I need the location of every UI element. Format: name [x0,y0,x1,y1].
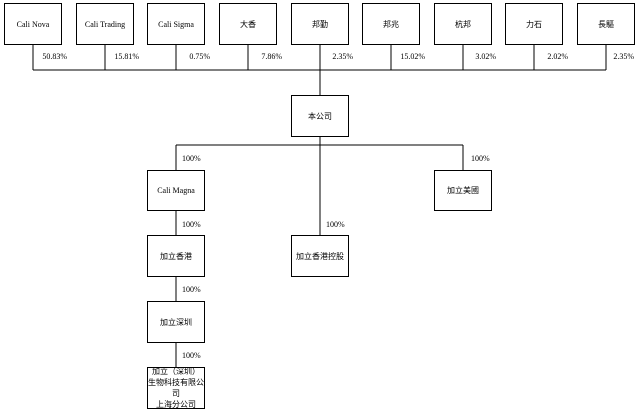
shareholder-name: 力石 [526,19,542,29]
shareholding-pct: 100% [182,154,201,163]
shareholder-name: Cali Nova [16,19,50,29]
subsidiary-box: 加立香港 [147,235,205,277]
shareholding-pct: 100% [182,285,201,294]
subsidiary-box: Cali Magna [147,170,205,211]
subsidiary-box: 加立香港控股 [291,235,349,277]
shareholding-pct: 50.83% [42,52,67,61]
subsidiary-name: Cali Magna [157,186,195,195]
shareholder-box: 力石 [505,3,563,45]
shareholding-pct: 2.35% [332,52,353,61]
shareholder-box: 杭邦 [434,3,492,45]
shareholder-name: 杭邦 [455,19,471,29]
company-name: 本公司 [308,111,332,121]
shareholding-pct: 100% [326,220,345,229]
subsidiary-name: 加立美國 [447,186,479,195]
shareholding-pct: 15.81% [114,52,139,61]
shareholding-pct: 7.86% [261,52,282,61]
shareholding-pct: 2.02% [547,52,568,61]
shareholding-pct: 100% [182,351,201,360]
shareholder-box: Cali Nova [4,3,62,45]
shareholder-name: 邦勤 [312,19,328,29]
company-box: 本公司 [291,95,349,137]
subsidiary-box: 加立美國 [434,170,492,211]
shareholder-box: Cali Sigma [147,3,205,45]
shareholder-box: 邦兆 [362,3,420,45]
shareholding-pct: 3.02% [475,52,496,61]
shareholder-name: Cali Trading [84,19,126,29]
shareholder-box: 大香 [219,3,277,45]
shareholding-pct: 2.35% [613,52,634,61]
subsidiary-box: 加立深圳 [147,301,205,343]
shareholder-box: 邦勤 [291,3,349,45]
shareholder-name: 長驅 [598,19,614,29]
branch-name: 加立（深圳） 生物科技有限公司 上海分公司 [148,367,204,409]
shareholder-name: Cali Sigma [158,19,194,29]
shareholding-pct: 0.75% [189,52,210,61]
branch-box: 加立（深圳） 生物科技有限公司 上海分公司 [147,367,205,409]
shareholder-name: 邦兆 [383,19,399,29]
subsidiary-name: 加立香港控股 [296,251,344,261]
subsidiary-name: 加立香港 [160,251,192,261]
subsidiary-name: 加立深圳 [160,317,192,327]
shareholder-box: 長驅 [577,3,635,45]
shareholder-name: 大香 [240,19,256,29]
shareholding-pct: 100% [471,154,490,163]
shareholding-pct: 15.02% [400,52,425,61]
shareholding-pct: 100% [182,220,201,229]
shareholder-box: Cali Trading [76,3,134,45]
